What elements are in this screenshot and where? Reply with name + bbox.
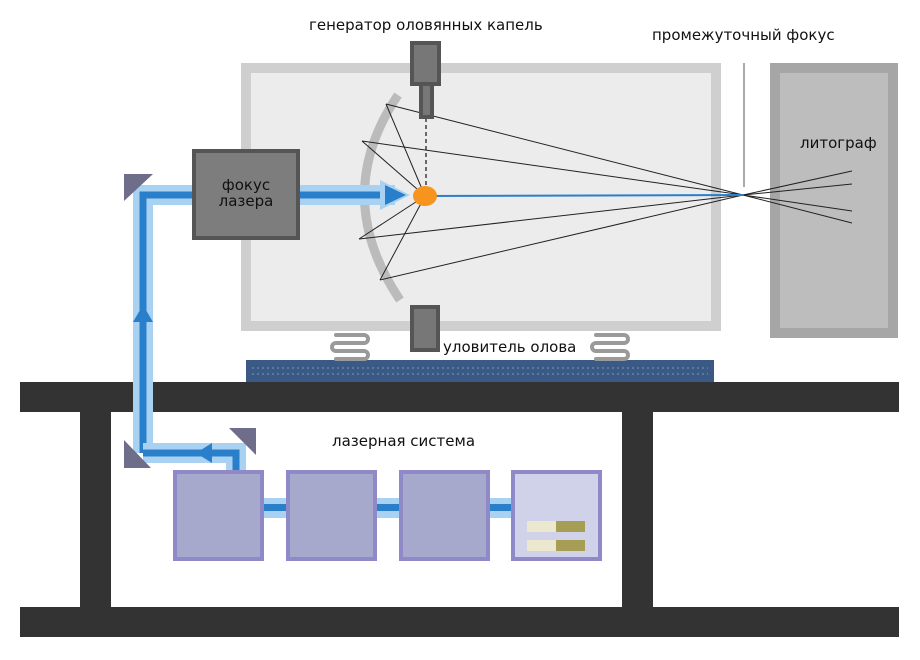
spring-right [590, 333, 630, 361]
euv-beam-axis [424, 194, 744, 197]
amplifier-module [286, 470, 377, 561]
module-connector-beam-core [489, 504, 511, 511]
frame-left-leg [80, 412, 111, 607]
euv-rays [358, 103, 853, 281]
spring-left [330, 333, 370, 361]
label-laser-focus-2: лазера [219, 192, 274, 210]
beam-arrow-up [133, 305, 153, 322]
beam-arrow-left [196, 443, 212, 463]
beam-mirror-bottom-left [124, 440, 151, 468]
label-intermediate-focus: промежуточный фокус [652, 26, 835, 44]
beam-mirror-top [124, 174, 153, 201]
frame-bottom-bar [20, 607, 899, 637]
indicator-dark [556, 521, 585, 532]
amplifier-module [399, 470, 490, 561]
tin-droplet [413, 186, 437, 206]
laser-system [173, 470, 602, 561]
indicator-light [527, 521, 556, 532]
label-laser-system: лазерная система [332, 432, 475, 450]
label-lithograph: литограф [800, 134, 877, 152]
laser-beam-path [133, 185, 395, 470]
indicator-light [527, 540, 556, 551]
label-droplet-generator: генератор оловянных капель [309, 16, 543, 34]
support-frame [20, 382, 899, 637]
vibration-platform [246, 360, 714, 382]
label-tin-catcher: уловитель олова [443, 338, 576, 356]
module-connector-beam-core [376, 504, 399, 511]
indicator-dark [556, 540, 585, 551]
beam-arrow-right [385, 185, 406, 205]
platform-texture [252, 367, 708, 375]
beam-mirror-bottom-right [229, 428, 256, 455]
module-connector-beam-core [263, 504, 286, 511]
beam-inner [139, 191, 392, 453]
frame-top-bar [20, 382, 899, 412]
droplet-generator [410, 41, 441, 119]
amplifier-module [173, 470, 264, 561]
tin-catcher [410, 305, 440, 352]
frame-right-leg [622, 412, 653, 607]
label-laser-focus-1: фокус [222, 176, 270, 194]
lithograph-box [770, 63, 898, 338]
laser-focus-box [192, 149, 300, 240]
